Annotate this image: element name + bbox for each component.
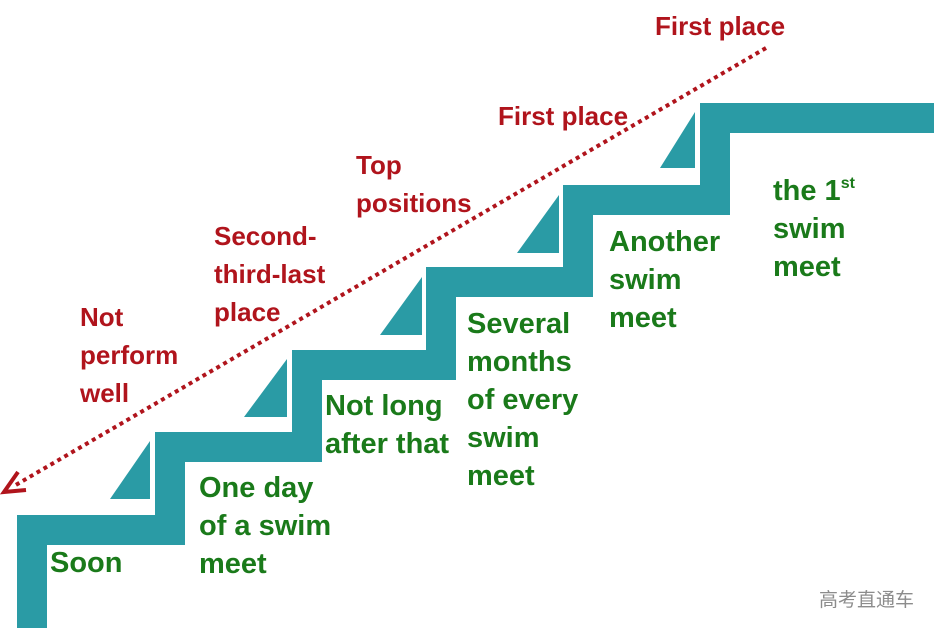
time-label-5: Another swim meet: [609, 226, 721, 334]
riser-triangle-2: [244, 359, 287, 417]
time-label-4: Several months of every swim meet: [467, 308, 579, 492]
time-label-6: the 1st swim meet: [773, 134, 855, 324]
result-label-6: First place: [655, 11, 786, 41]
time-label-2: One day of a swim meet: [199, 472, 332, 580]
time-label-3: Not long after that: [325, 390, 450, 460]
result-label-2: Second- third-last place: [214, 221, 326, 327]
progress-arrow-line: [12, 46, 768, 488]
staircase: [17, 103, 934, 628]
result-label-4: First place: [498, 101, 629, 131]
time-label-1: Soon: [50, 547, 123, 579]
time-label-6-prefix: the 1: [773, 175, 841, 207]
riser-triangle-1: [110, 441, 150, 499]
riser-triangle-3: [380, 277, 422, 335]
watermark: 高考直通车: [818, 589, 914, 611]
progress-arrow-head: [0, 470, 27, 495]
time-label-6-rest: swim meet: [773, 213, 846, 283]
result-label-1: Not perform well: [80, 302, 179, 408]
riser-triangle-4: [517, 195, 559, 253]
time-label-6-sup: st: [840, 175, 855, 192]
riser-triangle-5: [660, 112, 695, 168]
result-label-3: Top positions: [356, 150, 472, 218]
